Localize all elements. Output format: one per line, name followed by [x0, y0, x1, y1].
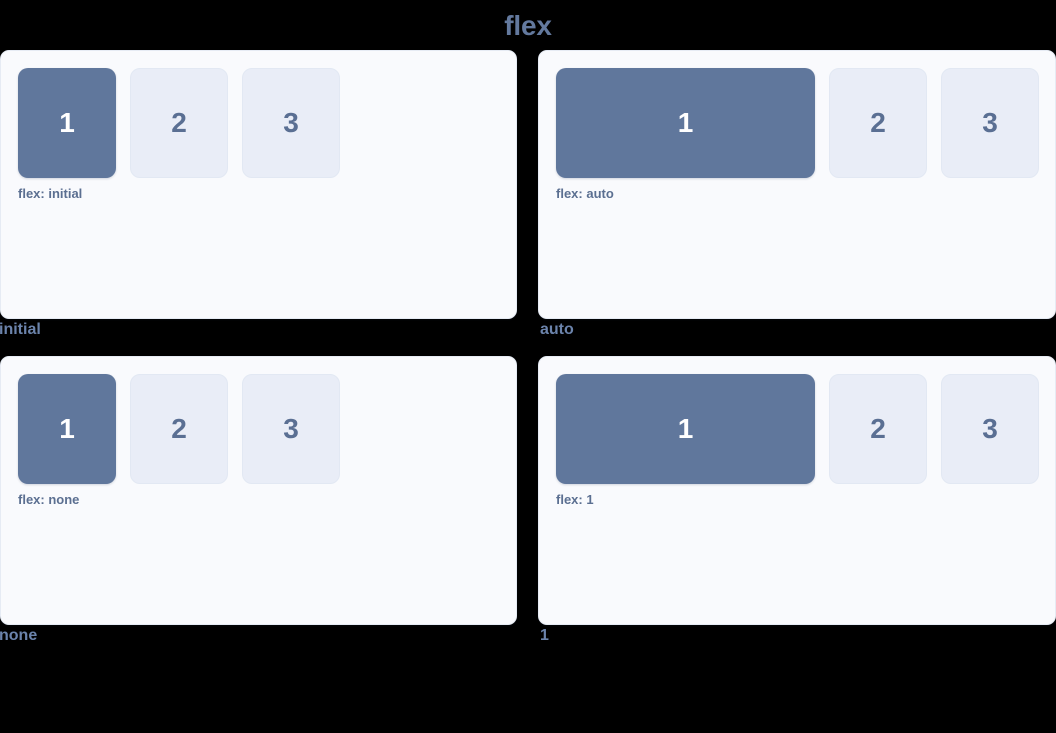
demo-cell-none: 1 2 3 flex: none none	[0, 356, 517, 646]
demo-cell-auto: 1 2 3 flex: auto auto	[538, 50, 1056, 340]
flex-item-2[interactable]: 2	[130, 374, 228, 484]
demo-cell-one: 1 2 3 flex: 1 1	[538, 356, 1056, 646]
demo-panel-auto: 1 2 3 flex: auto	[538, 50, 1056, 319]
flex-container-initial: 1 2 3	[18, 68, 500, 178]
demo-caption-initial: initial	[0, 321, 41, 338]
demo-caption-one: 1	[540, 627, 549, 644]
flex-property-label: flex: initial	[18, 186, 83, 201]
flex-container-one: 1 2 3	[556, 374, 1039, 484]
flex-item-3[interactable]: 3	[242, 68, 340, 178]
demo-caption-none: none	[0, 627, 38, 644]
demo-panel-initial: 1 2 3 flex: initial	[0, 50, 517, 319]
demo-cell-initial: 1 2 3 flex: initial initial	[0, 50, 517, 340]
flex-container-none: 1 2 3	[18, 374, 500, 484]
flex-property-label: flex: 1	[556, 492, 594, 507]
flex-item-1[interactable]: 1	[18, 68, 116, 178]
flex-item-3[interactable]: 3	[941, 68, 1039, 178]
flex-item-1[interactable]: 1	[556, 374, 815, 484]
flex-item-1[interactable]: 1	[18, 374, 116, 484]
demo-caption-auto: auto	[540, 321, 574, 338]
flex-item-2[interactable]: 2	[829, 68, 927, 178]
demo-panel-none: 1 2 3 flex: none	[0, 356, 517, 625]
page-title: flex	[504, 10, 552, 41]
flex-container-auto: 1 2 3	[556, 68, 1039, 178]
flex-item-2[interactable]: 2	[130, 68, 228, 178]
demo-grid: 1 2 3 flex: initial initial 1 2 3 flex: …	[0, 50, 1056, 646]
flex-item-3[interactable]: 3	[941, 374, 1039, 484]
flex-property-label: flex: auto	[556, 186, 614, 201]
flex-item-3[interactable]: 3	[242, 374, 340, 484]
flex-item-1[interactable]: 1	[556, 68, 815, 178]
demo-panel-one: 1 2 3 flex: 1	[538, 356, 1056, 625]
flex-item-2[interactable]: 2	[829, 374, 927, 484]
flex-property-label: flex: none	[18, 492, 80, 507]
